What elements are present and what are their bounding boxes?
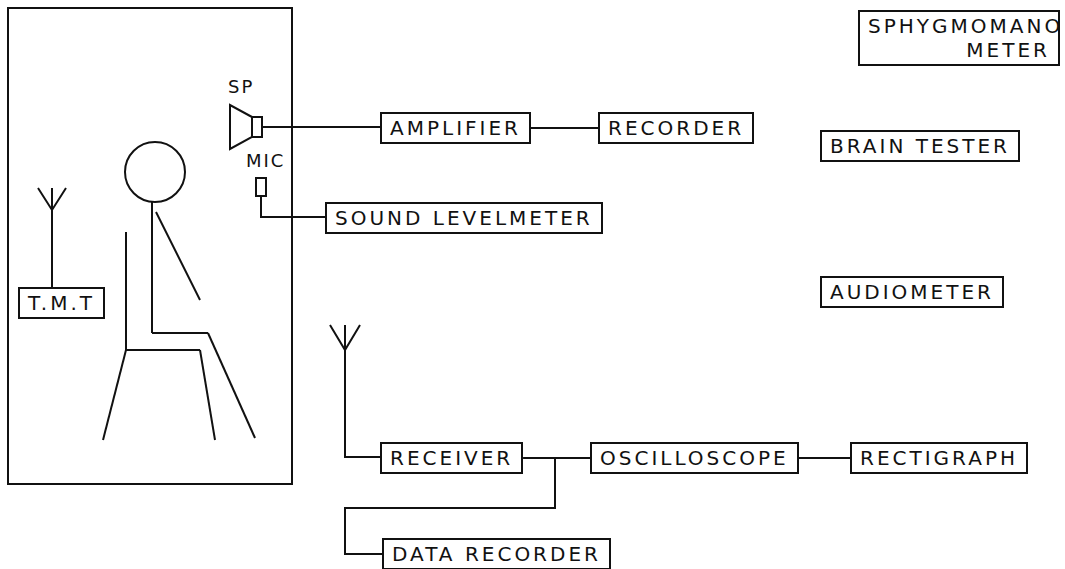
instrument-box: SOUND LEVELMETER bbox=[325, 202, 603, 234]
instrument-name: DATA RECORDER bbox=[392, 542, 601, 566]
instrument-name: OSCILLOSCOPE bbox=[600, 446, 789, 470]
signal-wire bbox=[799, 457, 850, 459]
receiver-antenna bbox=[330, 325, 382, 457]
chair bbox=[103, 232, 215, 440]
part-label: MIC bbox=[246, 150, 285, 171]
instrument-box: RECEIVER bbox=[380, 442, 523, 474]
signal-wire bbox=[531, 127, 598, 129]
instrument-box: DATA RECORDER bbox=[382, 538, 611, 569]
instrument-box: RECTIGRAPH bbox=[850, 442, 1028, 474]
instrument-name: RECORDER bbox=[608, 116, 744, 140]
instrument-name: RECEIVER bbox=[390, 446, 513, 470]
instrument-box: RECORDER bbox=[598, 112, 754, 144]
part-label: SP bbox=[228, 76, 254, 97]
test-room bbox=[8, 8, 292, 484]
instrument-name: SOUND LEVELMETER bbox=[335, 206, 593, 230]
instrument-box: OSCILLOSCOPE bbox=[590, 442, 799, 474]
instrument-name: T.M.T bbox=[28, 291, 95, 315]
instrument-name: AMPLIFIER bbox=[390, 116, 521, 140]
transmitter-antenna bbox=[38, 188, 66, 288]
instrument-name: RECTIGRAPH bbox=[860, 446, 1018, 470]
subject-figure bbox=[152, 202, 255, 438]
instrument-box: AUDIOMETER bbox=[820, 276, 1004, 308]
instrument-box: T.M.T bbox=[18, 287, 105, 319]
subject-head bbox=[125, 142, 185, 202]
speaker-symbol bbox=[230, 105, 382, 149]
instrument-name: SPHYGMOMANO METER bbox=[868, 14, 1050, 62]
microphone-symbol bbox=[256, 178, 327, 217]
instrument-name: AUDIOMETER bbox=[830, 280, 994, 304]
instrument-box: AMPLIFIER bbox=[380, 112, 531, 144]
instrument-box: SPHYGMOMANO METER bbox=[858, 10, 1060, 66]
instrument-box: BRAIN TESTER bbox=[820, 130, 1020, 162]
instrument-name: BRAIN TESTER bbox=[830, 134, 1010, 158]
